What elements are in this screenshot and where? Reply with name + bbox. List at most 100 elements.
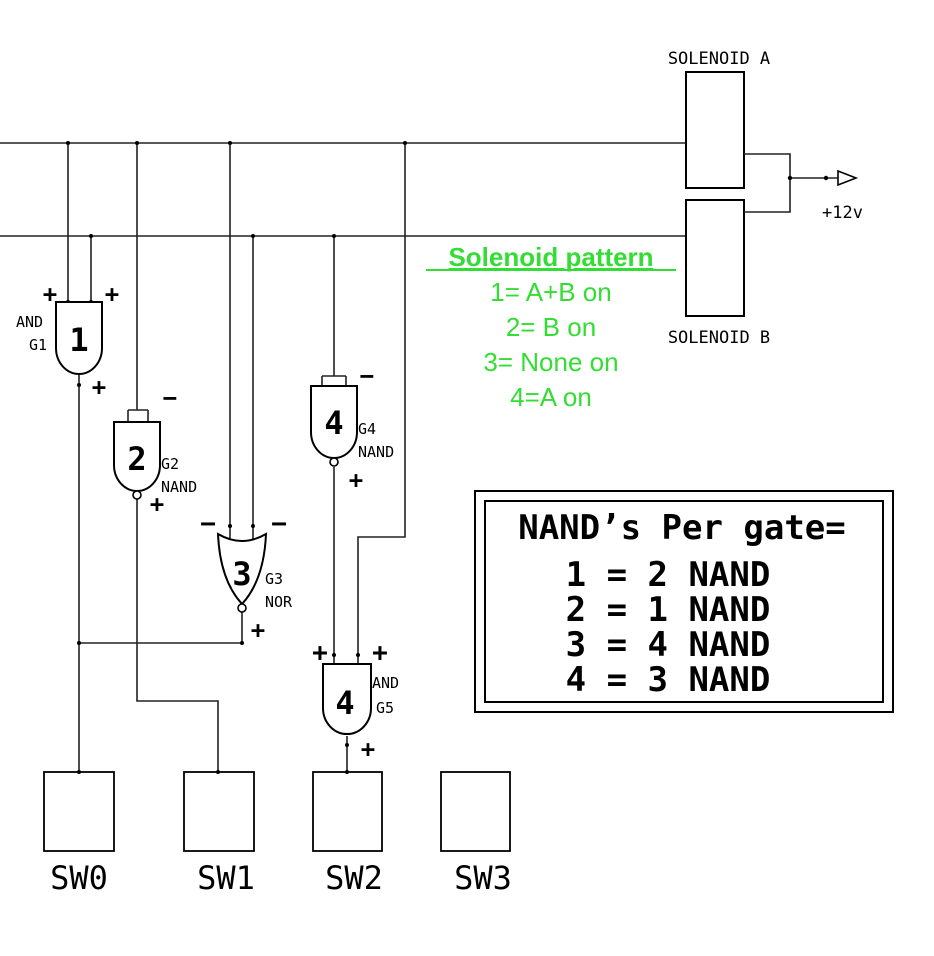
and-gate-icon <box>55 301 103 375</box>
gate-number: 4 <box>335 684 354 722</box>
junction-dot <box>77 383 81 387</box>
gate-id: G3 <box>265 570 283 588</box>
switch-label: SW0 <box>50 859 108 897</box>
nand-box-row: 2 = 1 NAND <box>566 590 771 630</box>
gate-number: 2 <box>127 440 146 478</box>
switch-label: SW3 <box>454 859 512 897</box>
plus-sign: + <box>312 638 328 668</box>
gate-g2-nand: 2 G2 NAND − + <box>113 384 197 518</box>
junction-dot <box>251 234 255 238</box>
junction-dot <box>135 141 139 145</box>
solenoid-b-coil <box>685 199 745 317</box>
junction-dot <box>228 524 232 528</box>
switch-sw2[interactable]: SW2 <box>312 771 383 897</box>
switch-box[interactable] <box>312 771 383 852</box>
nor-gate-icon <box>216 532 268 606</box>
plus-sign: + <box>43 280 57 308</box>
wire <box>357 143 406 664</box>
plus-sign: + <box>92 373 106 401</box>
nand-box-row: 4 = 3 NAND <box>566 660 771 700</box>
solenoid-b-label: SOLENOID B <box>668 328 770 348</box>
pattern-line: 1= A+B on <box>490 277 611 307</box>
minus-sign: − <box>200 509 216 539</box>
supply-connection: +12v <box>744 153 863 223</box>
and-gate-icon <box>322 663 372 735</box>
switch-sw0[interactable]: SW0 <box>43 771 115 897</box>
solenoid-a-coil <box>685 71 745 189</box>
gate-g4-nand: 4 G4 NAND − + <box>310 362 394 494</box>
gate-id: G4 <box>358 420 376 438</box>
pattern-line: 3= None on <box>483 347 618 377</box>
junction-dot <box>77 641 81 645</box>
junction-dot <box>240 641 244 645</box>
switch-box[interactable] <box>440 771 511 852</box>
junction-dot <box>332 653 336 657</box>
switch-label: SW2 <box>325 859 383 897</box>
junction-dot <box>356 653 360 657</box>
pattern-title: Solenoid pattern <box>448 242 653 272</box>
junction-dot <box>332 234 336 238</box>
gate-g3-nor: 3 G3 NOR − − + <box>200 509 293 644</box>
gate-g5-and: 4 AND G5 + + + <box>312 638 399 763</box>
gate-type: NAND <box>161 478 197 496</box>
inversion-bubble-icon <box>237 603 247 613</box>
switch-sw3[interactable]: SW3 <box>440 771 512 897</box>
gate-type: AND <box>16 313 43 331</box>
gate-id: G2 <box>161 455 179 473</box>
nand-box-title: NAND’s Per gate= <box>518 508 846 548</box>
junction-dot <box>228 141 232 145</box>
bus-wires <box>0 142 686 237</box>
gate-number: 1 <box>69 321 88 359</box>
gate-type: NAND <box>358 443 394 461</box>
plus-sign: + <box>349 466 363 494</box>
supply-label: +12v <box>822 203 863 223</box>
wire <box>136 499 219 772</box>
solenoid-common-wire <box>744 153 791 213</box>
switch-box[interactable] <box>43 771 115 852</box>
junction-dot <box>345 770 349 774</box>
solenoid-a: SOLENOID A <box>668 49 770 189</box>
nand-box-row: 1 = 2 NAND <box>566 555 771 595</box>
inversion-bubble-icon <box>329 457 339 467</box>
inversion-bubble-icon <box>132 490 142 500</box>
gate-g1-and: 1 AND G1 + + + <box>16 280 119 401</box>
plus-sign: + <box>361 735 375 763</box>
solenoid-pattern-legend: Solenoid pattern 1= A+B on 2= B on 3= No… <box>426 242 676 412</box>
minus-sign: − <box>271 509 287 539</box>
junction-dot <box>66 141 70 145</box>
pattern-line: 4=A on <box>510 382 592 412</box>
junction-dot <box>787 175 793 181</box>
switches: SW0 SW1 SW2 SW3 <box>43 770 512 897</box>
gate-wiring <box>66 141 407 772</box>
plus-sign: + <box>372 638 388 668</box>
supply-arrow-icon <box>837 169 859 187</box>
plus-sign: + <box>105 280 119 308</box>
switch-sw1[interactable]: SW1 <box>183 771 255 897</box>
solenoid-a-label: SOLENOID A <box>668 49 770 69</box>
plus-sign: + <box>150 490 164 518</box>
minus-sign: − <box>360 362 374 390</box>
junction-dot <box>216 770 220 774</box>
gate-number: 3 <box>232 555 251 593</box>
gate-type: AND <box>372 674 399 692</box>
switch-label: SW1 <box>197 859 255 897</box>
wire <box>79 611 243 644</box>
junction-dot <box>89 234 93 238</box>
minus-sign: − <box>163 384 177 412</box>
gate-id: G1 <box>29 336 47 354</box>
solenoid-b: SOLENOID B <box>668 199 770 348</box>
nand-box-inner-border <box>484 500 884 703</box>
nand-box-row: 3 = 4 NAND <box>566 625 771 665</box>
junction-dot <box>403 141 407 145</box>
gate-number: 4 <box>324 404 343 442</box>
junction-dot <box>77 770 81 774</box>
switch-box[interactable] <box>183 771 255 852</box>
junction-dot <box>345 743 349 747</box>
gate-type: NOR <box>265 593 293 611</box>
junction-dot <box>823 175 829 181</box>
plus-sign: + <box>251 616 265 644</box>
gate-id: G5 <box>376 699 394 717</box>
pattern-line: 2= B on <box>506 312 596 342</box>
junction-dot <box>251 524 255 528</box>
